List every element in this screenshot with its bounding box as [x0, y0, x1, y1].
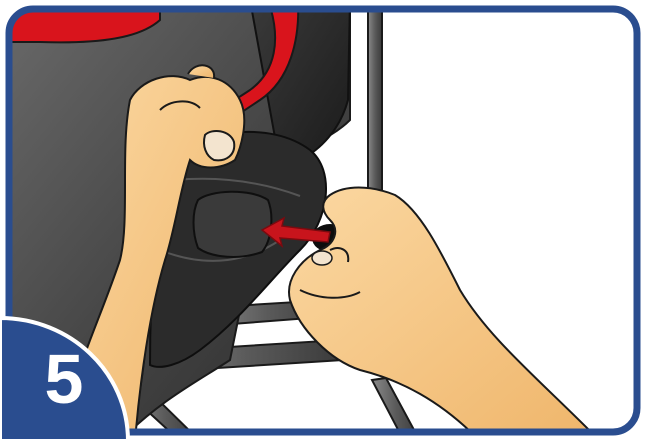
seat-flap-tab	[194, 192, 272, 257]
step-number: 5	[0, 312, 122, 438]
